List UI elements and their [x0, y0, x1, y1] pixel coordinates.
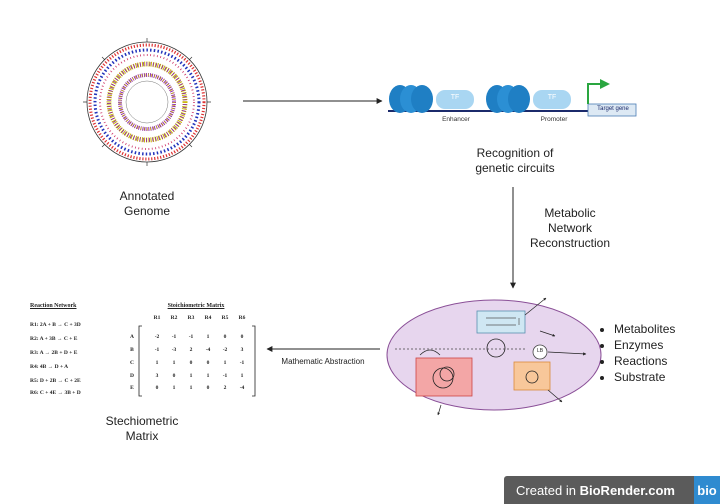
biorender-footer[interactable]: Created in BioRender.com bio [504, 476, 720, 504]
matrix-cell: -4 [205, 347, 211, 353]
matrix-cell: 1 [189, 373, 193, 379]
reaction-row: R4: 4B → D + A [30, 364, 69, 370]
matrix-cell: -1 [239, 360, 245, 366]
reconstruction-label: Metabolic Network Reconstruction [515, 206, 625, 251]
bullet-enzymes: Enzymes [614, 337, 675, 353]
reconstruction-line1: Metabolic [544, 206, 596, 220]
matrix-cell: 1 [206, 373, 210, 379]
footer-text: Created in BioRender.com [504, 483, 694, 498]
lb-label: LB [536, 348, 544, 354]
matrix-cell: -1 [222, 373, 228, 379]
bullet-metabolites: Metabolites [614, 321, 675, 337]
matrix-cell: 2 [189, 347, 193, 353]
matrix-cell: -1 [188, 334, 194, 340]
matrix-cell: 1 [172, 385, 176, 391]
matrix-col-header: R2 [170, 315, 178, 321]
circuit-caption-line1: Recognition of [476, 146, 554, 160]
stoich-matrix: R1 R2 R3 R4 R5 R6 A -2 -1 -1 1 0 0 B -1 … [0, 0, 245, 391]
matrix-cell: -2 [222, 347, 228, 353]
reconstruction-line3: Reconstruction [529, 236, 611, 250]
matrix-row-label: D [130, 373, 134, 379]
genome-map [83, 38, 211, 166]
matrix-cell: -1 [154, 347, 160, 353]
matrix-cell: 0 [206, 360, 210, 366]
stoich-matrix-title: Stoichiometric Matrix [167, 303, 225, 309]
reaction-network-title: Reaction Network [30, 303, 77, 309]
matrix-brackets [138, 325, 256, 397]
matrix-cell: 0 [223, 334, 227, 340]
matrix-row-label: B [130, 347, 134, 353]
matrix-col-header: R1 [153, 315, 161, 321]
tf-label-1: TF [450, 94, 460, 101]
matrix-caption-line1: Stechiometric [105, 414, 179, 428]
genome-caption-line1: Annotated [119, 189, 175, 203]
promoter-label: Promoter [540, 116, 568, 123]
reaction-row: R6: C + 4E → 3B + D [30, 390, 81, 396]
matrix-cell: 0 [155, 385, 159, 391]
reaction-row: R3: A → 2B + D + E [30, 350, 78, 356]
matrix-cell: 2 [223, 385, 227, 391]
matrix-row-label: E [130, 385, 134, 391]
matrix-col-header: R5 [221, 315, 229, 321]
circuit-caption: Recognition of genetic circuits [455, 146, 575, 176]
footer-brand: BioRender.com [579, 482, 675, 498]
matrix-cell: -4 [239, 385, 245, 391]
footer-created-in: Created in [516, 482, 576, 498]
enhancer-label: Enhancer [442, 116, 470, 123]
matrix-caption: Stechiometric Matrix [82, 414, 202, 444]
matrix-cell: 0 [189, 360, 193, 366]
reaction-network: Reaction Network R1: 2A + B → C + 3D R2:… [30, 303, 130, 403]
reconstruction-line2: Network [547, 221, 592, 235]
matrix-row-label: C [130, 360, 134, 366]
genome-caption-line2: Genome [123, 204, 171, 218]
cell-components-list: Metabolites Enzymes Reactions Substrate [600, 321, 675, 385]
matrix-cell: 0 [172, 373, 176, 379]
matrix-cell: -2 [154, 334, 160, 340]
matrix-col-header: R6 [238, 315, 246, 321]
matrix-cell: 3 [240, 347, 244, 353]
matrix-col-header: R3 [187, 315, 195, 321]
abstraction-label: Mathematic Abstraction [281, 357, 365, 366]
genetic-circuit [388, 79, 637, 117]
tf-label-2: TF [547, 94, 557, 101]
circuit-caption-line2: genetic circuits [475, 161, 555, 175]
matrix-cell: -1 [171, 334, 177, 340]
genome-caption: Annotated Genome [97, 189, 197, 219]
matrix-cell: -3 [171, 347, 177, 353]
matrix-cell: 3 [155, 373, 159, 379]
metabolic-cell [386, 297, 602, 416]
biorender-logo-icon: bio [694, 476, 720, 504]
matrix-col-header: R4 [204, 315, 212, 321]
target-gene-label: Target gene [597, 106, 629, 112]
reaction-row: R2: A + 3B → C + E [30, 336, 78, 342]
matrix-cell: 1 [206, 334, 210, 340]
matrix-cell: 0 [240, 334, 244, 340]
reaction-row: R5: D + 2B → C + 2E [30, 378, 81, 384]
matrix-cell: 1 [240, 373, 244, 379]
bullet-reactions: Reactions [614, 353, 675, 369]
matrix-cell: 1 [155, 360, 159, 366]
matrix-cell: 0 [206, 385, 210, 391]
matrix-row-label: A [130, 334, 134, 340]
matrix-cell: 1 [189, 385, 193, 391]
reaction-row: R1: 2A + B → C + 3D [30, 322, 81, 328]
matrix-cell: 1 [223, 360, 227, 366]
matrix-cell: 1 [172, 360, 176, 366]
bullet-substrate: Substrate [614, 369, 675, 385]
matrix-caption-line2: Matrix [125, 429, 159, 443]
